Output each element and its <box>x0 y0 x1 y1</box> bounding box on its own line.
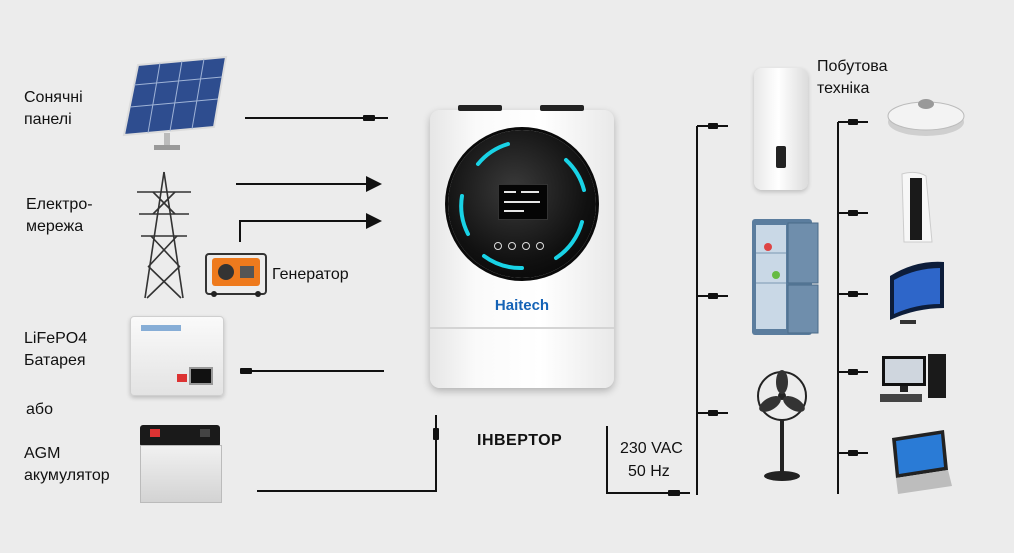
inverter-button[interactable] <box>494 242 502 250</box>
agm-connection-line <box>257 440 437 492</box>
inverter-caption: ІНВЕРТОР <box>477 432 563 449</box>
television-icon <box>890 261 944 324</box>
status-ring-icon <box>459 142 586 271</box>
output-voltage-label: 230 VAC <box>620 440 683 457</box>
solar-panels-label: Сонячні панелі <box>24 89 83 128</box>
solar-panel-icon <box>122 55 228 150</box>
desktop-computer-icon <box>880 354 946 402</box>
generator-icon <box>205 253 267 297</box>
inverter-top-tab <box>458 105 502 111</box>
inverter-button[interactable] <box>508 242 516 250</box>
robot-vacuum-icon <box>887 99 965 136</box>
inverter-top-tab <box>540 105 584 111</box>
inverter-display-ring <box>448 130 596 278</box>
inverter-button[interactable] <box>522 242 530 250</box>
generator-arrow-line <box>239 213 382 242</box>
lifepo4-battery-label: LiFePO4 Батарея <box>24 330 88 369</box>
game-console-icon <box>901 171 933 243</box>
laptop-icon <box>892 430 952 494</box>
inverter-bottom-panel <box>430 327 614 329</box>
inverter-brand: Haitech <box>494 297 550 314</box>
output-frequency-label: 50 Hz <box>628 463 670 480</box>
lcd-screen <box>498 184 548 220</box>
grid-label: Електро- мережа <box>26 196 93 235</box>
inverter-unit: Haitech <box>430 105 614 388</box>
appliances-title: Побутова техніка <box>817 58 888 97</box>
water-heater-icon <box>754 68 808 190</box>
inverter-button[interactable] <box>536 242 544 250</box>
lifepo4-battery-icon <box>130 316 224 396</box>
output-connection-line <box>606 426 670 494</box>
power-tower-icon <box>137 171 191 299</box>
agm-battery-label: AGM акумулятор <box>24 445 110 484</box>
refrigerator-icon <box>752 219 819 335</box>
or-label: або <box>26 401 53 418</box>
generator-label: Генератор <box>272 266 349 283</box>
agm-battery-icon <box>140 425 222 503</box>
fan-icon <box>757 370 807 481</box>
